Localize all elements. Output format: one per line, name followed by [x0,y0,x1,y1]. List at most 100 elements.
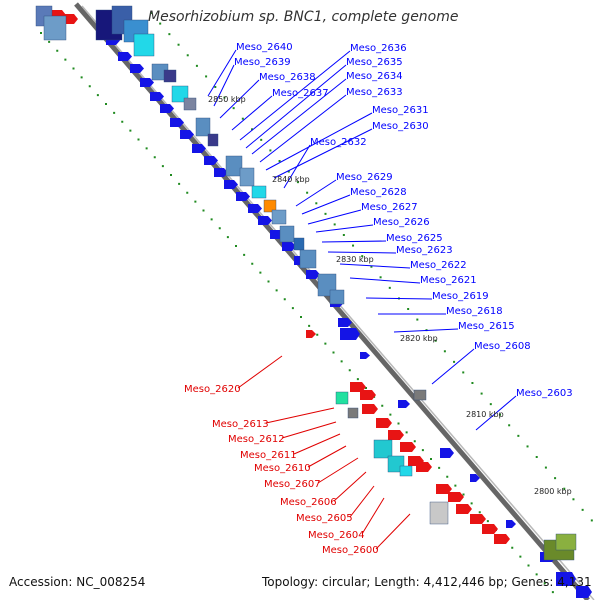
forward-gene-label: Meso_2619 [432,291,489,302]
cds-block [399,465,413,477]
gc-skew-mark [454,484,457,487]
topology-summary: Topology: circular; Length: 4,412,446 bp… [262,575,592,589]
gc-skew-mark [40,32,42,34]
cds-block [335,391,349,405]
forward-gene-label: Meso_2608 [474,341,531,352]
forward-gene-arrow [150,92,164,101]
gc-content-mark [480,392,483,395]
forward-gene-arrow [118,52,132,61]
forward-gene-arrow [338,318,352,327]
gc-skew-mark [96,94,99,97]
gc-skew-mark [413,440,416,443]
forward-gene-label: Meso_2623 [396,245,453,256]
cds-block [347,407,359,419]
gc-skew-mark [430,458,432,460]
forward-gene-arrow [306,270,320,279]
reverse-gene-label: Meso_2612 [228,434,285,445]
cds-block [279,225,295,243]
gc-content-mark [306,191,309,194]
gc-skew-mark [446,475,449,478]
reverse-gene-arrow [64,14,78,24]
leader-line [207,49,237,97]
reverse-gene-arrow [456,504,472,514]
gc-content-mark [352,244,355,247]
leader-line [273,128,373,179]
gc-skew-mark [308,324,311,327]
forward-gene-label: Meso_2639 [234,57,291,68]
gc-skew-mark [291,307,294,310]
cds-block [299,249,317,269]
scale-tick-label: 2800 kbp [534,487,572,496]
gc-skew-mark [137,138,140,141]
gc-skew-mark [543,582,546,585]
gc-skew-mark [365,387,367,389]
gc-skew-mark [511,546,514,549]
gc-content-mark [333,223,336,226]
gc-content-mark [177,43,180,46]
forward-gene-arrow [248,204,262,213]
gc-skew-mark [80,76,83,79]
gc-skew-mark [235,245,237,247]
leader-line [231,95,273,131]
reverse-gene-label: Meso_2620 [184,384,241,395]
leader-line [251,78,347,155]
cds-block [329,289,345,305]
forward-gene-label: Meso_2637 [272,88,329,99]
forward-gene-label: Meso_2638 [259,72,316,83]
gc-skew-mark [161,165,164,168]
leader-line [375,513,411,550]
leader-line [259,94,347,163]
gc-content-mark [269,149,272,152]
cds-block [555,533,577,551]
leader-line [349,485,375,518]
cds-block [207,133,219,147]
gc-content-mark [581,508,584,511]
cds-block [413,389,427,401]
gc-content-mark [554,477,557,480]
map-title: Mesorhizobium sp. BNC1, complete genome [148,9,459,25]
gc-skew-mark [178,182,181,185]
cds-block [225,155,243,177]
forward-gene-label: Meso_2635 [346,57,403,68]
reverse-gene-arrow [416,462,432,472]
scale-tick-label: 2810 kbp [466,410,504,419]
gc-content-mark [453,360,456,363]
gc-skew-mark [421,449,424,452]
gc-skew-mark [316,333,319,336]
gc-content-mark [159,22,162,25]
reverse-gene-arrow [376,418,392,428]
forward-gene-label: Meso_2634 [346,71,403,82]
gc-skew-mark [56,49,59,52]
cds-block [429,501,449,525]
reverse-gene-label: Meso_2613 [212,419,269,430]
gc-skew-mark [226,236,229,239]
forward-gene-label: Meso_2622 [410,260,467,271]
gc-content-mark [462,371,465,374]
gc-skew-mark [259,271,262,274]
gc-skew-mark [551,591,554,594]
forward-gene-label: Meso_2621 [420,275,477,286]
gc-skew-mark [324,342,327,345]
forward-gene-label: Meso_2632 [310,137,367,148]
gc-skew-mark [535,573,538,576]
gc-skew-mark [397,422,400,425]
leader-line [361,497,385,535]
leader-line [349,277,421,284]
accession-label: Accession: NC_008254 [9,575,146,589]
gc-content-mark [379,276,382,279]
reverse-gene-label: Meso_2607 [264,479,321,490]
gc-content-mark [342,234,345,236]
gc-content-mark [407,308,410,310]
gc-content-mark [296,181,299,184]
forward-gene-label: Meso_2628 [350,187,407,198]
forward-gene-label: Meso_2615 [458,321,515,332]
scale-tick-label: 2830 kbp [336,255,374,264]
gc-skew-mark [88,85,91,88]
gc-skew-mark [267,280,270,283]
leader-line [295,179,337,207]
leader-line [339,263,411,269]
gc-content-mark [205,75,208,78]
cds-block [195,117,211,137]
